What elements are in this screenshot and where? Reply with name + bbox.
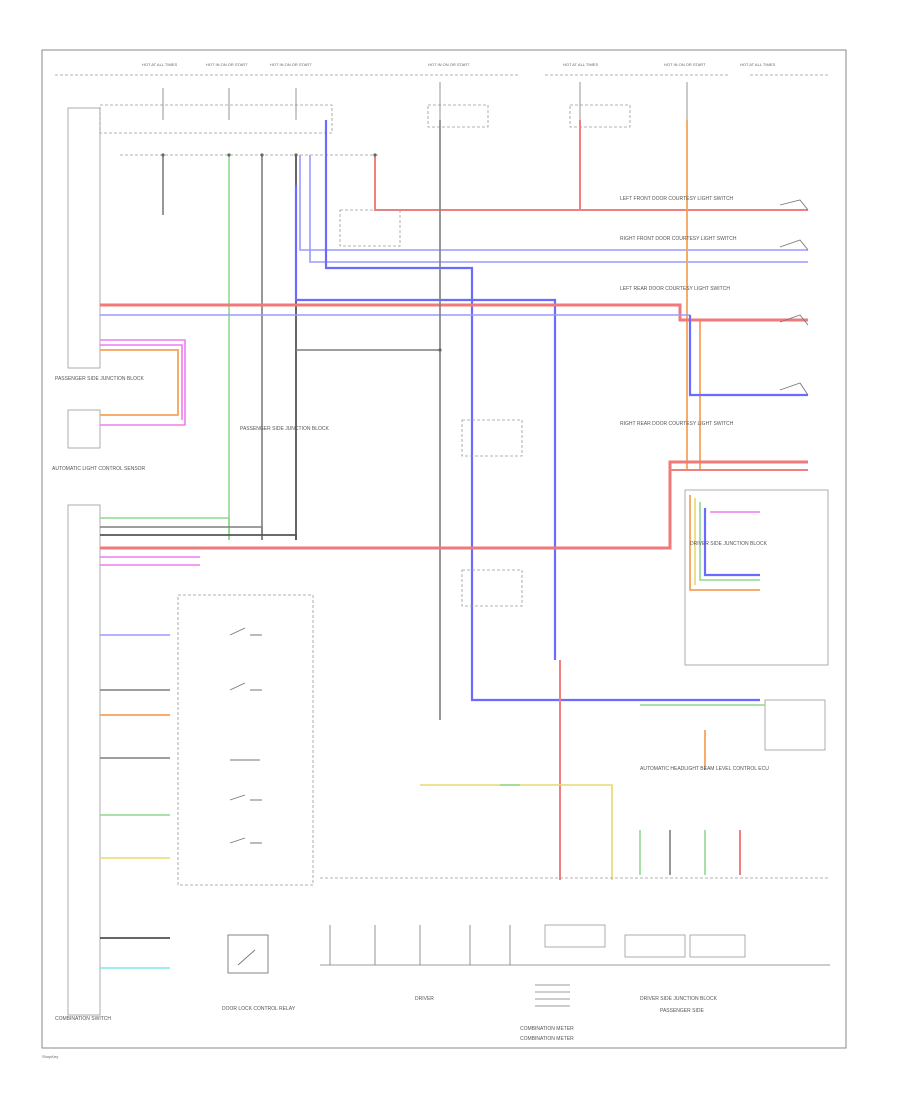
bottom-label-passenger: PASSENGER SIDE [660,1008,704,1014]
label-right-module: DRIVER SIDE JUNCTION BLOCK [690,541,768,547]
fuse-label-4: HOT IN ON OR START [428,62,470,67]
fuse-label-6: HOT IN ON OR START [664,62,706,67]
fuse-label-3: HOT IN ON OR START [270,62,312,67]
fuse-header: HOT AT ALL TIMES HOT IN ON OR START HOT … [55,62,830,76]
label-left-mid: PASSENGER SIDE JUNCTION BLOCK [240,426,329,432]
label-bottom-left: DOOR LOCK CONTROL RELAY [222,1006,296,1012]
fuse-label-5: HOT AT ALL TIMES [563,62,598,67]
label-bottom-right: DRIVER SIDE JUNCTION BLOCK [640,996,718,1002]
label-right-2: RIGHT FRONT DOOR COURTESY LIGHT SWITCH [620,236,737,242]
label-left-control-top: PASSENGER SIDE JUNCTION BLOCK [55,376,144,382]
label-sensor-left: AUTOMATIC LIGHT CONTROL SENSOR [52,466,146,472]
diagram-frame [41,49,847,1049]
junction-block-top [99,104,333,134]
door-switches-right [779,199,809,396]
fuse-label-2: HOT IN ON OR START [206,62,248,67]
footer-label: ShopKey [42,1054,58,1059]
label-bottom-center: COMBINATION METER [520,1026,574,1032]
label-right-3: LEFT REAR DOOR COURTESY LIGHT SWITCH [620,286,730,292]
label-right-4: RIGHT REAR DOOR COURTESY LIGHT SWITCH [620,421,734,427]
label-right-lower: AUTOMATIC HEADLIGHT BEAM LEVEL CONTROL E… [640,766,769,772]
fuse-label-7: HOT AT ALL TIMES [740,62,775,67]
switch-group-left [227,627,269,974]
label-left-control-bottom: COMBINATION SWITCH [55,1016,111,1022]
left-control-box [67,107,101,369]
left-lower-box [67,504,101,1016]
right-module-box [684,489,829,666]
bottom-label-meter: COMBINATION METER [520,1036,574,1042]
right-lower-box [764,699,826,751]
label-right-1: LEFT FRONT DOOR COURTESY LIGHT SWITCH [620,196,734,202]
fuse-label-1: HOT AT ALL TIMES [142,62,177,67]
bottom-label-driver: DRIVER [415,996,434,1002]
